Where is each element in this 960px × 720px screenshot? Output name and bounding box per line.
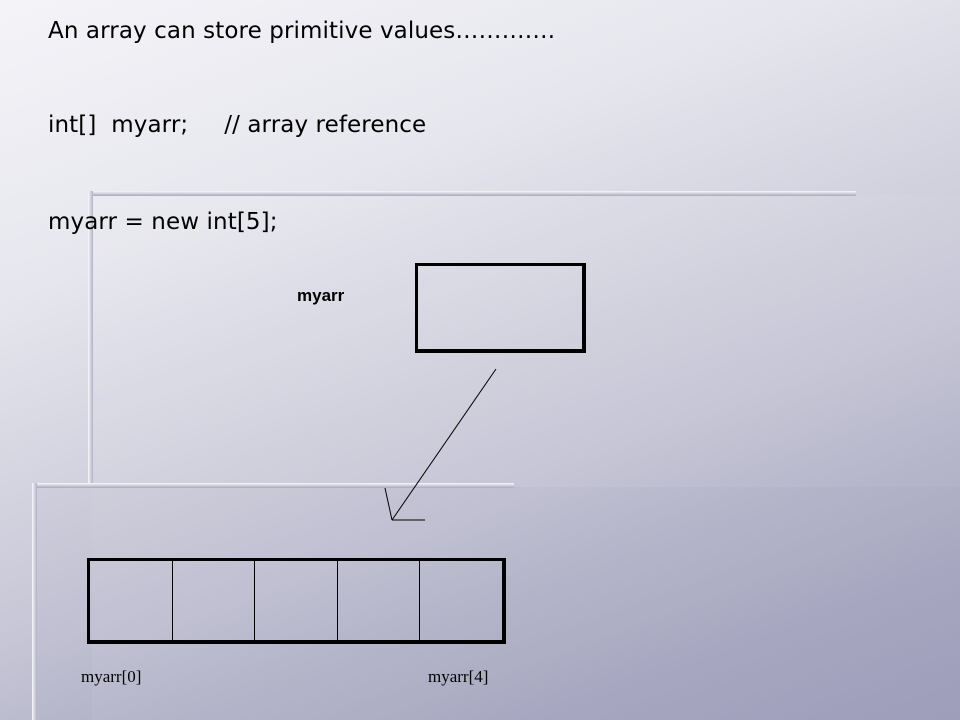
declaration-comment: // array reference bbox=[224, 112, 427, 138]
array-cell bbox=[419, 561, 502, 640]
declaration-code: int[] myarr; bbox=[48, 112, 189, 138]
array-cell bbox=[171, 561, 255, 640]
array-cell bbox=[254, 561, 337, 640]
reference-box bbox=[415, 263, 586, 353]
bevel-top-lower bbox=[32, 483, 514, 488]
declaration-line: int[] myarr; // array reference bbox=[48, 112, 426, 138]
first-index-label: myarr[0] bbox=[81, 667, 142, 686]
bevel-left-upper bbox=[88, 191, 93, 487]
reference-variable-label: myarr bbox=[297, 286, 345, 305]
slide-heading: An array can store primitive values…………. bbox=[48, 18, 556, 44]
allocation-line: myarr = new int[5]; bbox=[48, 209, 278, 235]
pointer-arrow-shaft bbox=[391, 368, 497, 521]
array-cell bbox=[90, 561, 172, 640]
bevel-top-upper bbox=[88, 191, 856, 196]
background-panel-upper bbox=[92, 195, 960, 720]
background-panel-lower bbox=[36, 487, 960, 720]
bevel-left-lower bbox=[32, 483, 37, 720]
array-cell bbox=[336, 561, 420, 640]
array-cells bbox=[87, 558, 506, 644]
last-index-label: myarr[4] bbox=[428, 667, 489, 686]
pointer-arrowhead-left bbox=[384, 487, 393, 521]
